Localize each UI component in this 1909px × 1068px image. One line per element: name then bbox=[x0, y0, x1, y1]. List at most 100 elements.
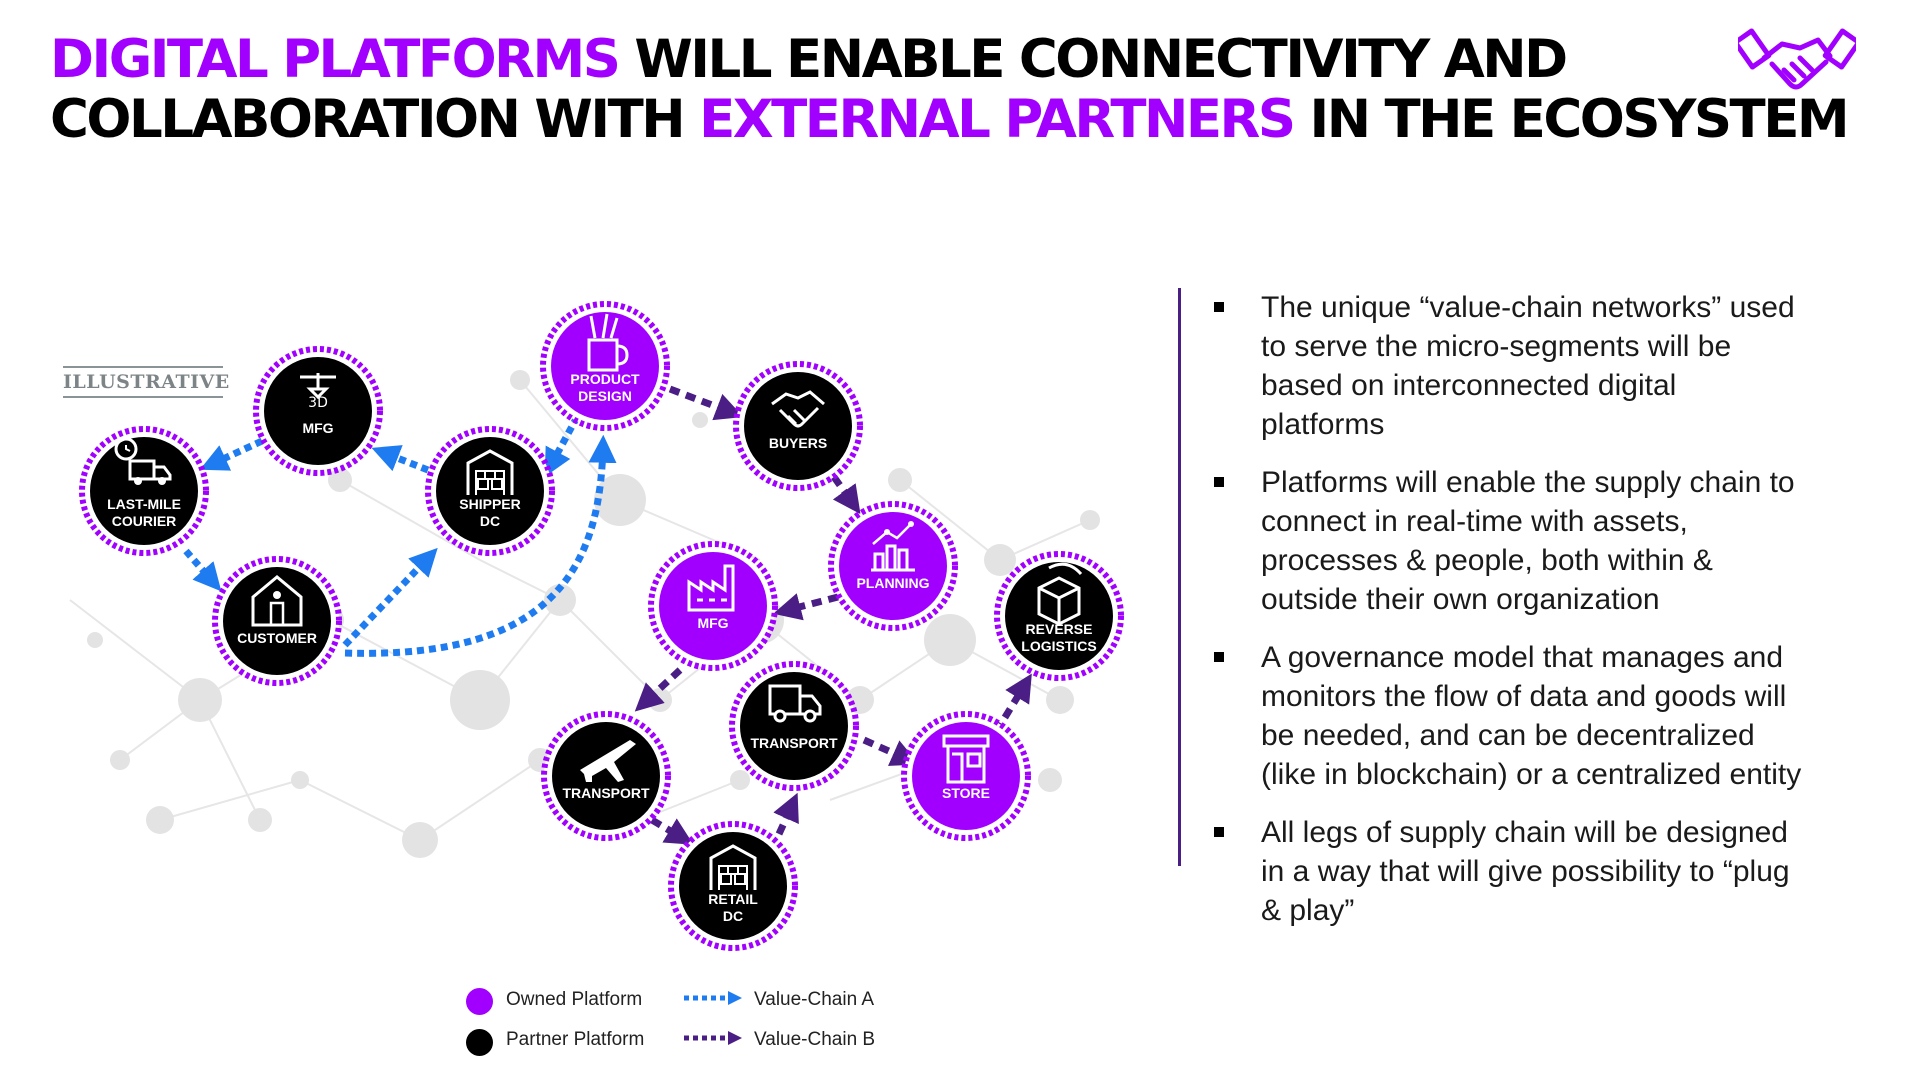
legend: Owned Platform Partner Platform Value-Ch… bbox=[466, 985, 926, 1056]
bullet-item: The unique “value-chain networks” used t… bbox=[1210, 288, 1909, 444]
node-disc bbox=[551, 312, 659, 420]
partner-platform-swatch bbox=[466, 1029, 493, 1056]
title-text: IN THE ECOSYSTEM bbox=[1309, 89, 1849, 150]
bullet-line: platforms bbox=[1261, 408, 1385, 441]
bullet-line: based on interconnected digital bbox=[1261, 369, 1677, 402]
node-label: SHIPPER bbox=[459, 496, 520, 512]
node-label: LOGISTICS bbox=[1021, 638, 1096, 654]
arrow-customer-to-shipperdc bbox=[342, 547, 438, 648]
bullet-item: Platforms will enable the supply chain t… bbox=[1210, 463, 1909, 619]
node-planning: PLANNING bbox=[828, 501, 958, 631]
node-label: PRODUCT bbox=[570, 371, 640, 387]
node-disc bbox=[740, 672, 848, 780]
node-transport-truck: TRANSPORT bbox=[729, 661, 859, 791]
node-transport-air: TRANSPORT bbox=[541, 711, 671, 841]
bullet-line: connect in real-time with assets, bbox=[1261, 505, 1688, 538]
node-customer: CUSTOMER bbox=[212, 556, 342, 686]
bullet-line: All legs of supply chain will be designe… bbox=[1261, 816, 1788, 849]
bar-chart-icon bbox=[871, 521, 915, 572]
bullet-marker bbox=[1214, 652, 1224, 662]
bullet-line: & play” bbox=[1261, 894, 1355, 927]
node-disc bbox=[912, 722, 1020, 830]
truck-icon bbox=[768, 684, 822, 723]
arrow-retaildc-to-transport-truck bbox=[773, 792, 799, 836]
node-disc bbox=[264, 357, 372, 465]
title-text: COLLABORATION WITH bbox=[50, 89, 686, 150]
node-mfg: MFG bbox=[648, 541, 778, 671]
node-disc bbox=[223, 567, 331, 675]
arrow-transport-air-to-retaildc bbox=[650, 816, 694, 845]
node-disc bbox=[90, 437, 198, 545]
arrow-store-to-reverselogistics bbox=[993, 673, 1032, 734]
bullet-list: The unique “value-chain networks” used t… bbox=[1210, 288, 1909, 949]
node-buyers: BUYERS bbox=[733, 361, 863, 491]
bullet-item: All legs of supply chain will be designe… bbox=[1210, 813, 1909, 930]
warehouse-icon bbox=[466, 449, 514, 495]
bullet-marker bbox=[1214, 302, 1224, 312]
value-chain-a-arrows bbox=[183, 404, 617, 657]
title-highlight-digital-platforms: DIGITAL PLATFORMS bbox=[50, 29, 621, 90]
node-disc bbox=[436, 437, 544, 545]
bullet-line: processes & people, both within & bbox=[1261, 544, 1713, 577]
arrow-transport-truck-to-store bbox=[862, 736, 920, 766]
node-label: STORE bbox=[942, 785, 990, 801]
node-label: MFG bbox=[302, 420, 333, 436]
bullet-marker bbox=[1214, 477, 1224, 487]
illustrative-label: ILLUSTRATIVE bbox=[63, 366, 229, 398]
bullet-line: A governance model that manages and bbox=[1261, 641, 1784, 674]
arrow-shipperdc-to-mfg3d bbox=[371, 445, 430, 474]
owned-platform-swatch bbox=[466, 988, 493, 1015]
value-chain-a-label: Value-Chain A bbox=[754, 989, 875, 1010]
node-store: STORE bbox=[901, 711, 1031, 841]
delivery-truck-clock-icon bbox=[114, 437, 172, 485]
value-chain-a-swatch bbox=[684, 991, 742, 1005]
node-label: MFG bbox=[697, 615, 728, 631]
node-label: DESIGN bbox=[578, 388, 632, 404]
node-label: REVERSE bbox=[1026, 621, 1093, 637]
node-label: DC bbox=[723, 908, 743, 924]
node-disc bbox=[659, 552, 767, 660]
node-disc bbox=[839, 512, 947, 620]
factory-icon bbox=[687, 564, 735, 612]
node-label: RETAIL bbox=[708, 891, 758, 907]
nodes-layer: 3DMFGLAST-MILECOURIERCUSTOMERSHIPPERDCPR… bbox=[79, 301, 1124, 951]
arrow-lastmile-to-customer bbox=[183, 548, 222, 592]
node-disc bbox=[679, 832, 787, 940]
node-label: PLANNING bbox=[856, 575, 929, 591]
bullet-line: in a way that will give possibility to “… bbox=[1261, 855, 1790, 888]
title-line-2: COLLABORATION WITH EXTERNAL PARTNERS IN … bbox=[50, 89, 1850, 150]
handshake-icon bbox=[1738, 28, 1856, 90]
owned-platform-label: Owned Platform bbox=[506, 989, 643, 1010]
handshake-icon bbox=[771, 390, 825, 428]
node-mfg-3d: 3D MFG bbox=[253, 346, 383, 476]
value-chain-b-label: Value-Chain B bbox=[754, 1029, 876, 1050]
partner-platform-label: Partner Platform bbox=[506, 1029, 645, 1050]
storefront-icon bbox=[942, 734, 990, 784]
title-highlight-external-partners: EXTERNAL PARTNERS bbox=[699, 89, 1296, 150]
divider-bar bbox=[1178, 288, 1181, 866]
bullet-line: monitors the flow of data and goods will bbox=[1261, 680, 1787, 713]
arrow-mfg-to-transport-air bbox=[634, 667, 683, 712]
arrow-customer-to-productdesign bbox=[344, 434, 617, 657]
arrow-mfg3d-to-lastmile bbox=[199, 437, 264, 471]
node-label: DC bbox=[480, 513, 500, 529]
node-disc bbox=[552, 722, 660, 830]
svg-text:3D: 3D bbox=[308, 395, 328, 411]
title-text: WILL ENABLE CONNECTIVITY AND bbox=[634, 29, 1568, 90]
title-line-1: DIGITAL PLATFORMS WILL ENABLE CONNECTIVI… bbox=[50, 30, 1810, 90]
design-tools-cup-icon bbox=[587, 313, 629, 372]
bullet-line: outside their own organization bbox=[1261, 583, 1660, 616]
bullet-line: (like in blockchain) or a centralized en… bbox=[1261, 758, 1802, 791]
bullet-item: A governance model that manages and moni… bbox=[1210, 638, 1909, 794]
bullet-line: to serve the micro-segments will be bbox=[1261, 330, 1732, 363]
node-label: TRANSPORT bbox=[750, 735, 838, 751]
page-title: DIGITAL PLATFORMS WILL ENABLE CONNECTIVI… bbox=[50, 30, 1850, 150]
bullet-marker bbox=[1214, 827, 1224, 837]
value-chain-b-swatch bbox=[684, 1031, 742, 1045]
